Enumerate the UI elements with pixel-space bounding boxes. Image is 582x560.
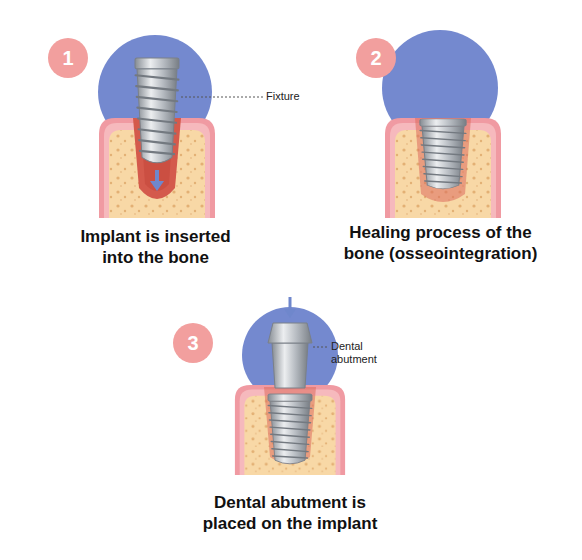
step-caption: Implant is inserted into the bone [68,226,243,268]
step-number: 2 [370,48,381,68]
step-number-circle: 2 [356,38,396,78]
part-label: Fixture [266,90,326,103]
part-label: Dental abutment [331,340,393,366]
step-caption: Healing process of the bone (osseointegr… [338,222,543,264]
step-caption: Dental abutment is placed on the implant [197,492,383,534]
step-number-circle: 3 [173,323,213,363]
step-number-circle: 1 [48,38,88,78]
step-number: 1 [62,48,73,68]
step-number: 3 [187,333,198,353]
